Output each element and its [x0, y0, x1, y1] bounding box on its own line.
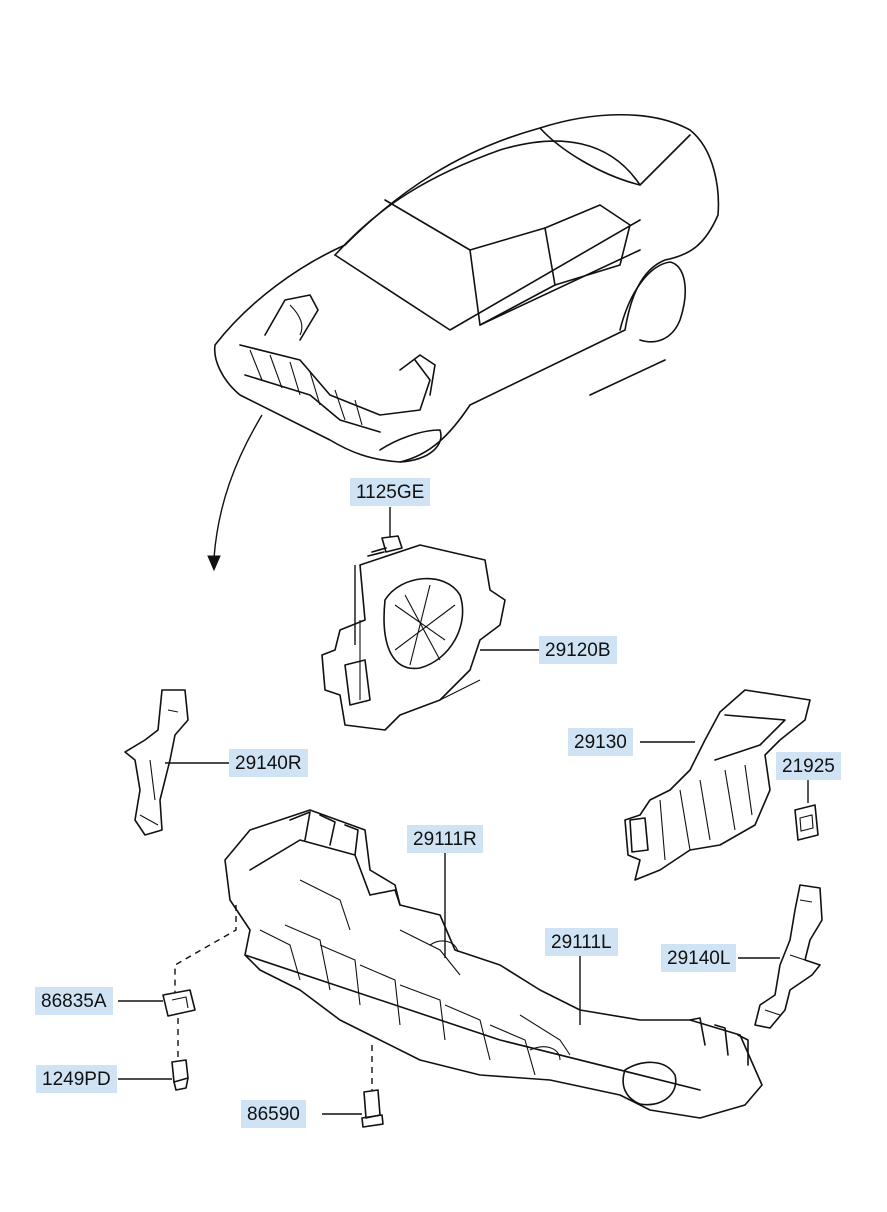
- callout-1249pd[interactable]: 1249PD: [36, 1065, 117, 1093]
- car-illustration: [213, 113, 720, 463]
- bolt-1125ge: [354, 507, 403, 645]
- callout-86590[interactable]: 86590: [241, 1100, 306, 1128]
- callout-29111l[interactable]: 29111L: [545, 928, 618, 956]
- callout-29140r[interactable]: 29140R: [229, 749, 308, 777]
- fastener-86590: [322, 1045, 384, 1128]
- callout-29130[interactable]: 29130: [568, 728, 633, 756]
- callout-29140l[interactable]: 29140L: [661, 944, 737, 972]
- part-29111-undercover: [224, 809, 763, 1119]
- part-29130: [624, 689, 811, 881]
- fasteners-left: [118, 905, 237, 1091]
- part-21925: [794, 778, 819, 841]
- callout-29111r[interactable]: 29111R: [407, 825, 483, 853]
- assembly-arrow: [213, 414, 263, 559]
- callout-86835a[interactable]: 86835A: [35, 987, 113, 1015]
- part-29140r: [124, 689, 230, 836]
- arrow-head: [207, 555, 221, 572]
- part-29120b: [321, 544, 545, 731]
- callout-1125ge[interactable]: 1125GE: [350, 478, 431, 506]
- callout-29120b[interactable]: 29120B: [539, 636, 617, 664]
- part-29140l: [738, 884, 823, 1029]
- callout-21925[interactable]: 21925: [776, 752, 841, 780]
